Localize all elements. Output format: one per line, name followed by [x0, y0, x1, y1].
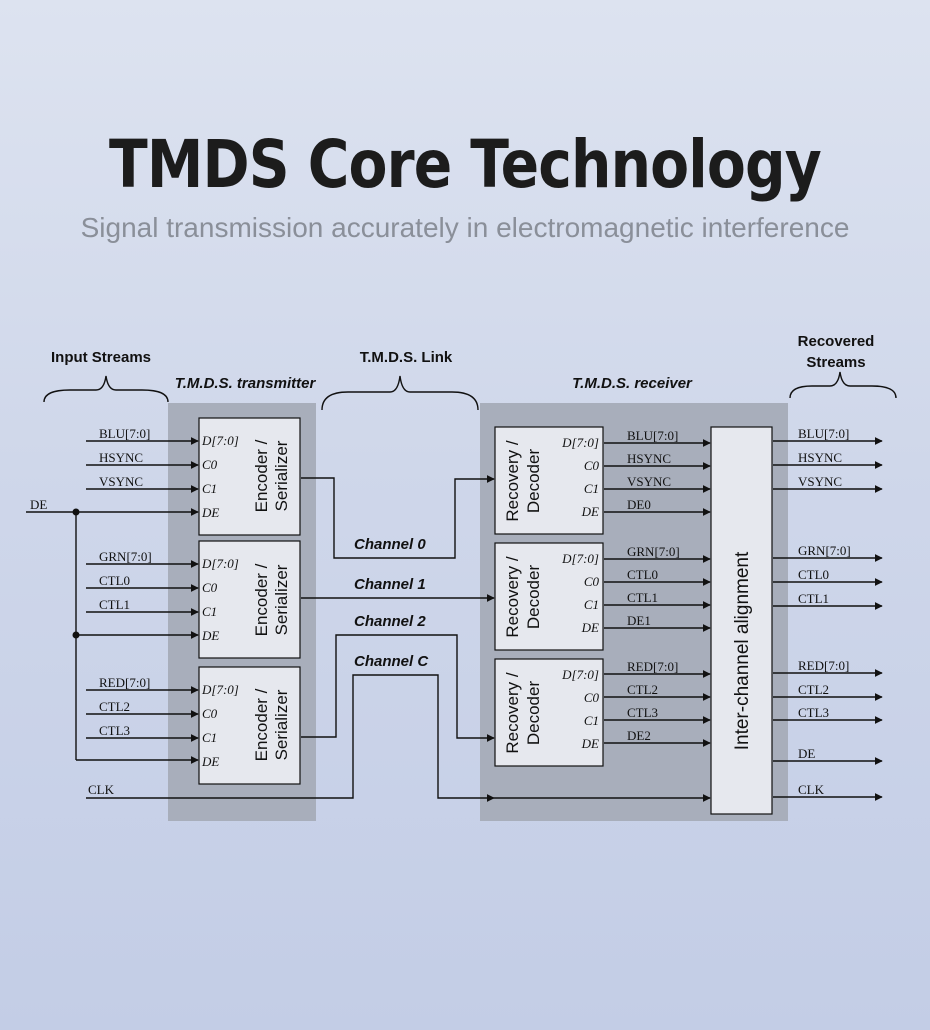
svg-text:DE: DE [201, 754, 219, 769]
svg-text:Serializer: Serializer [272, 689, 291, 760]
svg-text:BLU[7:0]: BLU[7:0] [627, 428, 678, 443]
svg-text:Decoder: Decoder [524, 565, 543, 630]
channel-label: Channel C [354, 653, 429, 670]
svg-text:C0: C0 [584, 690, 600, 705]
svg-text:DE2: DE2 [627, 728, 651, 743]
encoder-block: D[7:0] C0 C1 DE Encoder / Serializer [198, 540, 301, 659]
input-label: CTL3 [99, 723, 130, 738]
svg-text:RED[7:0]: RED[7:0] [627, 659, 678, 674]
input-label: CTL2 [99, 699, 130, 714]
input-label: GRN[7:0] [99, 549, 152, 564]
svg-text:CTL2: CTL2 [627, 682, 658, 697]
svg-text:D[7:0]: D[7:0] [201, 682, 239, 697]
svg-text:DE: DE [798, 746, 815, 761]
input-streams-label: Input Streams [51, 349, 151, 366]
svg-text:D[7:0]: D[7:0] [201, 556, 239, 571]
svg-text:CLK: CLK [798, 782, 825, 797]
svg-text:Encoder /: Encoder / [252, 688, 271, 761]
channel-label: Channel 0 [354, 536, 426, 553]
svg-text:DE1: DE1 [627, 613, 651, 628]
svg-text:CTL0: CTL0 [627, 567, 658, 582]
svg-text:BLU[7:0]: BLU[7:0] [798, 426, 849, 441]
svg-text:C1: C1 [202, 604, 217, 619]
recovered-label-2: Streams [806, 354, 865, 371]
input-label: CTL1 [99, 597, 130, 612]
inter-channel-alignment-block: Inter-channel alignment [710, 426, 773, 815]
input-label: HSYNC [99, 450, 143, 465]
svg-text:C1: C1 [584, 597, 599, 612]
svg-text:Decoder: Decoder [524, 449, 543, 514]
svg-text:VSYNC: VSYNC [627, 474, 671, 489]
channel-label: Channel 2 [354, 613, 426, 630]
recovered-brace [789, 371, 897, 399]
svg-text:CTL3: CTL3 [627, 705, 658, 720]
svg-text:DE: DE [581, 620, 599, 635]
input-label: DE [30, 497, 47, 512]
svg-text:CTL3: CTL3 [798, 705, 829, 720]
svg-text:GRN[7:0]: GRN[7:0] [627, 544, 680, 559]
transmitter-label: T.M.D.S. transmitter [175, 375, 317, 392]
link-label: T.M.D.S. Link [360, 349, 453, 366]
svg-text:D[7:0]: D[7:0] [561, 667, 599, 682]
svg-text:Encoder /: Encoder / [252, 439, 271, 512]
svg-text:Recovery /: Recovery / [503, 672, 522, 754]
svg-text:C1: C1 [584, 481, 599, 496]
decoder-block: D[7:0] C0 C1 DE Recovery / Decoder [494, 658, 604, 767]
input-label: BLU[7:0] [99, 426, 150, 441]
input-streams-brace [43, 375, 169, 403]
link-brace [321, 375, 479, 411]
svg-text:Serializer: Serializer [272, 564, 291, 635]
input-signals: BLU[7:0] HSYNC VSYNC GRN[7:0] CTL0 CTL1 … [26, 426, 711, 802]
svg-text:CTL2: CTL2 [798, 682, 829, 697]
svg-text:GRN[7:0]: GRN[7:0] [798, 543, 851, 558]
svg-text:DE: DE [581, 736, 599, 751]
svg-text:DE: DE [201, 628, 219, 643]
encoder-block: D[7:0] C0 C1 DE Encoder / Serializer [198, 666, 301, 785]
channel-label: Channel 1 [354, 576, 426, 593]
recovered-label-1: Recovered [798, 333, 875, 350]
svg-text:DE: DE [201, 505, 219, 520]
svg-text:C0: C0 [202, 457, 218, 472]
svg-text:RED[7:0]: RED[7:0] [798, 658, 849, 673]
page-title: TMDS Core Technology [109, 126, 822, 203]
svg-text:C1: C1 [584, 713, 599, 728]
receiver-label: T.M.D.S. receiver [572, 375, 693, 392]
svg-text:Inter-channel alignment: Inter-channel alignment [732, 551, 753, 750]
svg-text:D[7:0]: D[7:0] [201, 433, 239, 448]
svg-text:C0: C0 [202, 706, 218, 721]
svg-text:D[7:0]: D[7:0] [561, 551, 599, 566]
svg-text:DE0: DE0 [627, 497, 651, 512]
svg-text:C0: C0 [584, 574, 600, 589]
svg-text:Encoder /: Encoder / [252, 563, 271, 636]
svg-text:CTL1: CTL1 [798, 591, 829, 606]
svg-text:C0: C0 [584, 458, 600, 473]
input-label: VSYNC [99, 474, 143, 489]
input-label: CLK [88, 782, 115, 797]
decoder-outputs: BLU[7:0] HSYNC VSYNC DE0 GRN[7:0] CTL0 C… [604, 428, 711, 747]
svg-text:DE: DE [581, 504, 599, 519]
input-label: RED[7:0] [99, 675, 150, 690]
svg-text:HSYNC: HSYNC [627, 451, 671, 466]
recovered-outputs: BLU[7:0] HSYNC VSYNC GRN[7:0] CTL0 CTL1 … [773, 426, 883, 801]
svg-text:CTL0: CTL0 [798, 567, 829, 582]
svg-text:C1: C1 [202, 481, 217, 496]
decoder-block: D[7:0] C0 C1 DE Recovery / Decoder [494, 542, 604, 651]
page-subtitle: Signal transmission accurately in electr… [80, 212, 850, 243]
svg-text:Serializer: Serializer [272, 440, 291, 511]
svg-text:D[7:0]: D[7:0] [561, 435, 599, 450]
svg-text:C0: C0 [202, 580, 218, 595]
svg-text:VSYNC: VSYNC [798, 474, 842, 489]
svg-text:Recovery /: Recovery / [503, 556, 522, 638]
encoder-block: D[7:0] C0 C1 DE Encoder / Serializer [198, 417, 301, 536]
link-channels: Channel 0 Channel 1 Channel 2 Channel C [301, 475, 495, 742]
svg-text:HSYNC: HSYNC [798, 450, 842, 465]
svg-text:Recovery /: Recovery / [503, 440, 522, 522]
decoder-block: D[7:0] C0 C1 DE Recovery / Decoder [494, 426, 604, 535]
svg-text:Decoder: Decoder [524, 681, 543, 746]
input-label: CTL0 [99, 573, 130, 588]
svg-text:CTL1: CTL1 [627, 590, 658, 605]
svg-text:C1: C1 [202, 730, 217, 745]
